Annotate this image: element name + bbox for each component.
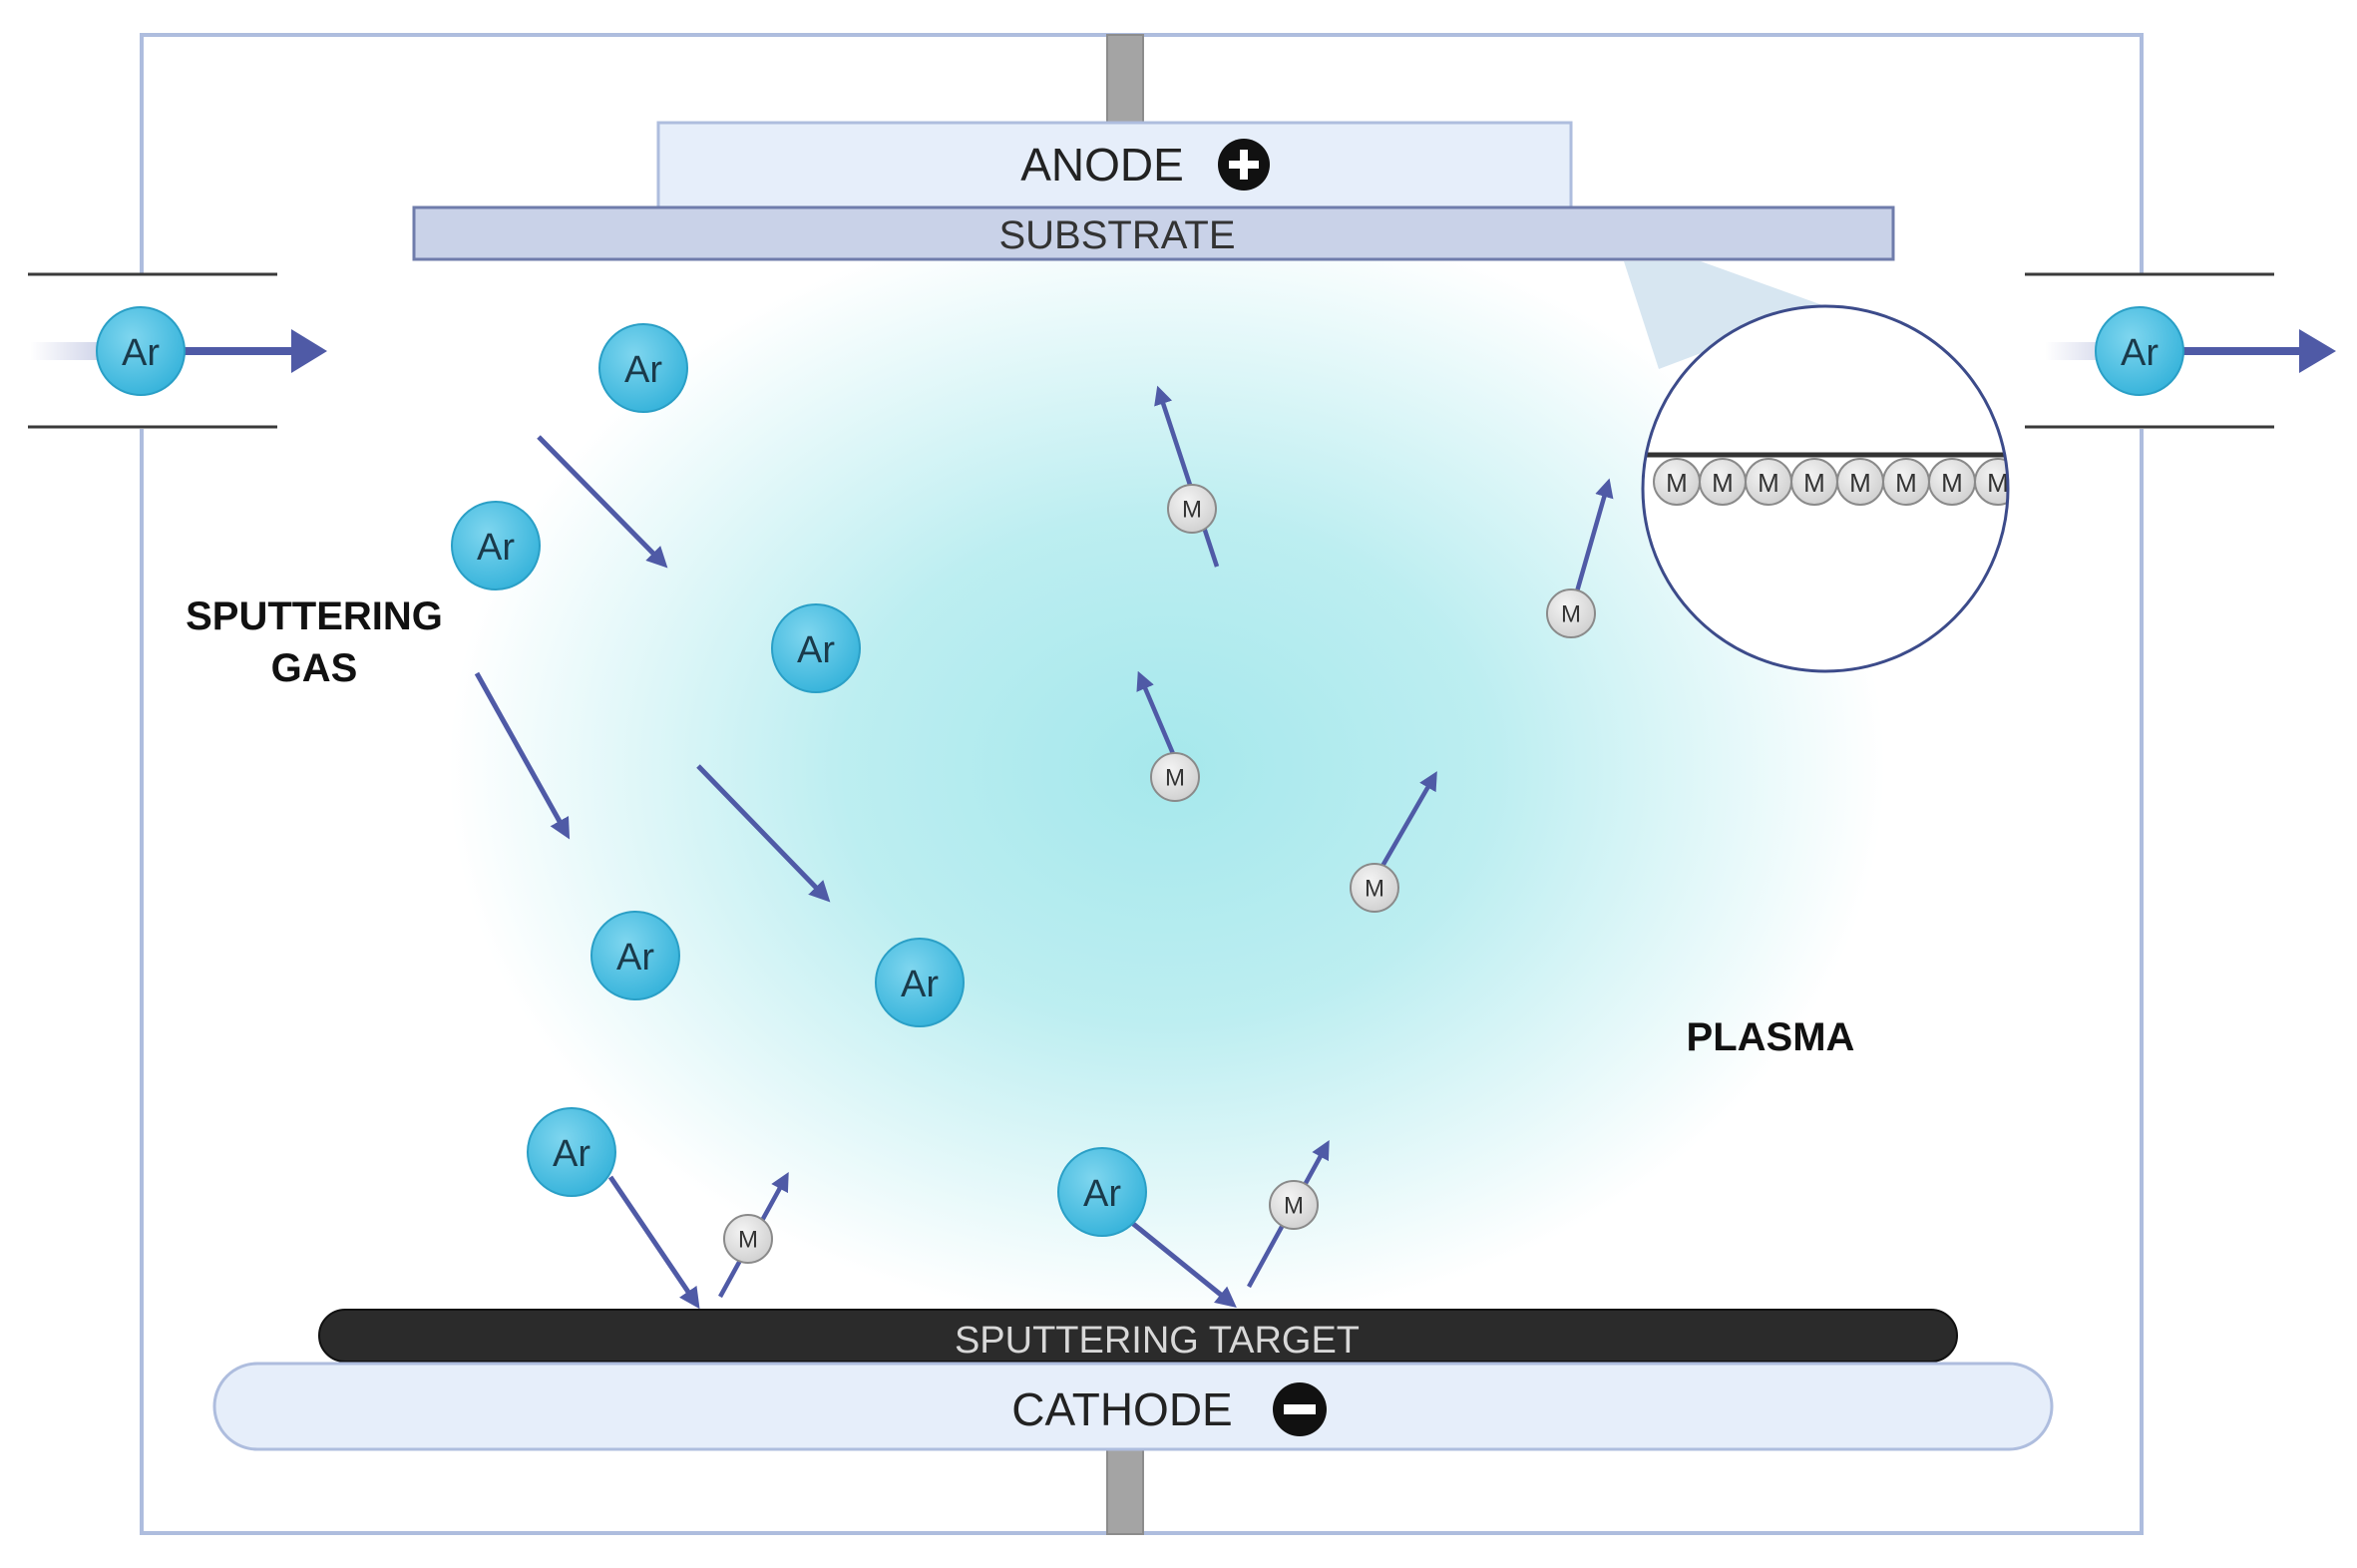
svg-text:M: M <box>1666 468 1688 498</box>
argon-motion-arrows <box>474 435 831 903</box>
cathode-plate <box>212 1362 2054 1451</box>
argon-atom: Ar <box>96 306 186 396</box>
argon-atom: Ar <box>527 1107 616 1197</box>
metal-atom: M <box>1269 1180 1319 1230</box>
deposited-film-atoms: M M M M M M M M <box>1653 458 2009 506</box>
svg-text:Ar: Ar <box>2121 332 2159 374</box>
svg-text:Ar: Ar <box>901 964 939 1005</box>
substrate-label: SUBSTRATE <box>998 213 1235 257</box>
svg-text:M: M <box>738 1227 758 1254</box>
svg-text:M: M <box>1758 468 1779 498</box>
svg-text:Ar: Ar <box>797 629 835 671</box>
argon-atom: Ar <box>771 603 861 693</box>
svg-text:M: M <box>1895 468 1917 498</box>
anode-post <box>1106 34 1144 126</box>
argon-atom: Ar <box>598 323 688 413</box>
svg-text:M: M <box>1365 876 1384 903</box>
svg-text:M: M <box>1561 601 1581 628</box>
metal-atoms: M M M M M M <box>723 484 1596 1264</box>
minus-circle-icon <box>1273 1382 1327 1436</box>
anode-plate <box>656 121 1573 209</box>
svg-text:M: M <box>1712 468 1734 498</box>
plus-circle-icon <box>1218 139 1270 191</box>
svg-text:Ar: Ar <box>122 332 160 374</box>
metal-atom: M <box>723 1214 773 1264</box>
cathode-post <box>1106 1445 1144 1535</box>
plasma-label: PLASMA <box>1687 1015 1855 1059</box>
argon-atom: Ar <box>451 501 541 590</box>
svg-text:M: M <box>1182 497 1202 524</box>
svg-text:M: M <box>1849 468 1871 498</box>
svg-text:Ar: Ar <box>1083 1173 1121 1215</box>
metal-atom: M <box>1150 752 1200 802</box>
metal-atom: M <box>1350 863 1399 913</box>
svg-text:M: M <box>1803 468 1825 498</box>
sputtering-gas-label-line2: GAS <box>271 646 358 690</box>
svg-text:M: M <box>1941 468 1963 498</box>
svg-text:M: M <box>1987 468 2009 498</box>
argon-atoms: Ar Ar Ar Ar Ar Ar Ar Ar <box>96 306 2184 1237</box>
argon-atom: Ar <box>1057 1147 1147 1237</box>
argon-impact-arrows <box>607 1175 1237 1310</box>
zoom-wedge <box>1624 261 1825 369</box>
metal-atom: M <box>1167 484 1217 534</box>
svg-text:M: M <box>1165 765 1185 792</box>
sputtering-target <box>318 1309 1958 1363</box>
argon-atom: Ar <box>2095 306 2184 396</box>
argon-atom: Ar <box>590 911 680 1000</box>
cathode-label: CATHODE <box>1011 1383 1233 1435</box>
outlet-argon-flow <box>2045 329 2336 373</box>
metal-atom: M <box>1546 588 1596 638</box>
film-zoom-inset: M M M M M M M M <box>1641 304 2010 673</box>
svg-text:Ar: Ar <box>553 1133 590 1175</box>
svg-text:Ar: Ar <box>616 937 654 979</box>
anode-label: ANODE <box>1020 139 1184 191</box>
sputtering-target-label: SPUTTERING TARGET <box>955 1320 1360 1362</box>
substrate-plate <box>412 205 1895 261</box>
sputtering-gas-label-line1: SPUTTERING <box>186 594 443 638</box>
argon-atom: Ar <box>875 938 965 1027</box>
svg-text:Ar: Ar <box>477 527 515 569</box>
svg-text:M: M <box>1284 1193 1304 1220</box>
svg-text:Ar: Ar <box>624 349 662 391</box>
